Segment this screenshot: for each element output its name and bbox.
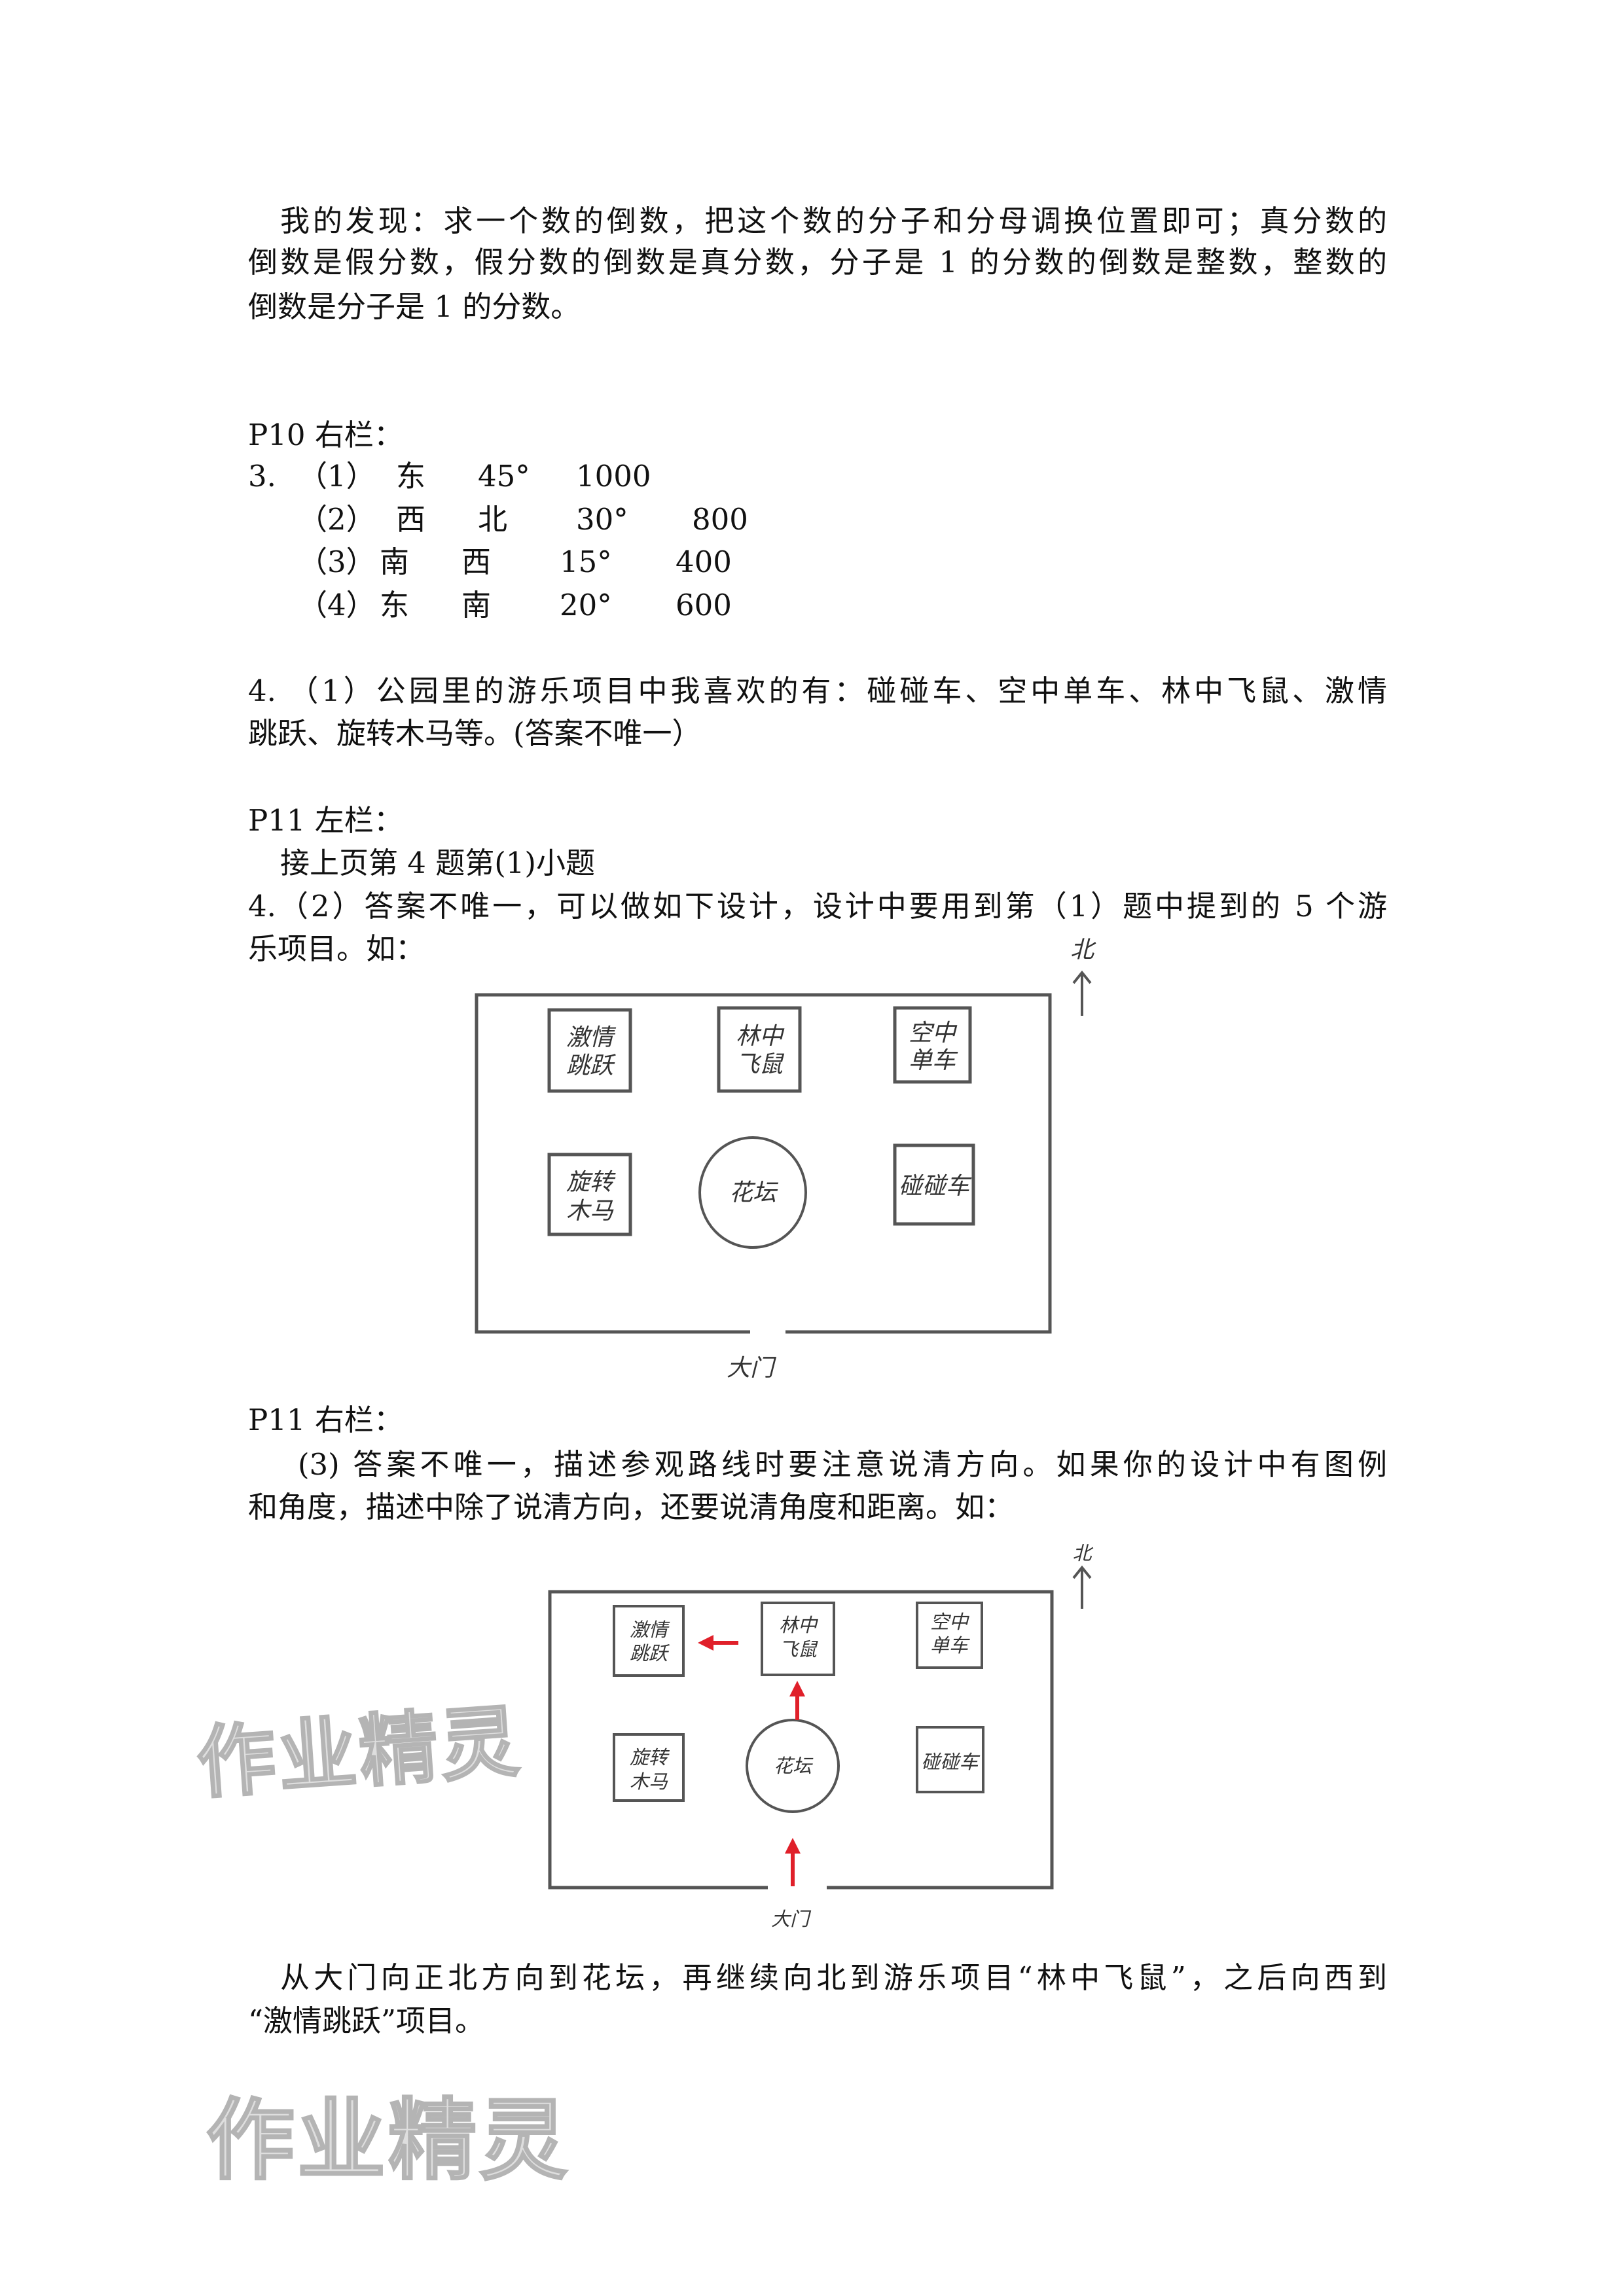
q3-index: （2）	[298, 502, 376, 537]
q3-direction: 东	[380, 588, 410, 622]
label-jump-1: 激情	[630, 1619, 670, 1641]
q3-direction-2: 南	[461, 588, 492, 622]
q3-distance: 800	[692, 502, 748, 537]
discovery-line-1: 我的发现：求一个数的倒数，把这个数的分子和分母调换位置即可；真分数的	[280, 204, 1387, 238]
flower-bed-circle	[746, 1719, 840, 1813]
park-map-2	[548, 1565, 1092, 1890]
label-flower-bed: 花坛	[774, 1755, 814, 1777]
label-jump-1: 激情	[566, 1024, 617, 1051]
gate-label: 大门	[727, 1355, 777, 1382]
label-jump-2: 跳跃	[566, 1052, 616, 1079]
p10-heading: P10 右栏：	[248, 418, 403, 452]
q4-2-line-2: 乐项目。如：	[248, 931, 425, 966]
north-label: 北	[1070, 937, 1096, 963]
park-boundary	[548, 1590, 1054, 1890]
q3-distance: 1000	[576, 459, 651, 493]
q4-2-line-1: 4.（2）答案不唯一，可以做如下设计，设计中要用到第（1）题中提到的 5 个游	[248, 889, 1387, 924]
box-jump	[613, 1605, 685, 1677]
label-bumper-cars: 碰碰车	[899, 1173, 972, 1200]
box-bumper-cars	[916, 1726, 984, 1793]
box-jump	[547, 1008, 632, 1093]
q3-angle: 20°	[560, 588, 612, 622]
label-sky-bike-1: 空中	[909, 1020, 958, 1047]
p11-left-heading: P11 左栏：	[248, 803, 403, 838]
q3-index: （1）	[298, 459, 376, 493]
box-sky-bike	[893, 1006, 972, 1084]
box-sky-bike	[916, 1602, 983, 1669]
label-carousel-1: 旋转	[630, 1746, 670, 1768]
label-squirrel-1: 林中	[779, 1614, 818, 1636]
q4-line-2: 跳跃、旋转木马等。(答案不唯一）	[248, 716, 702, 751]
q3-angle: 30°	[576, 502, 628, 537]
q3-angle: 45°	[478, 459, 530, 493]
route-line-2: “激情跳跃”项目。	[248, 2003, 485, 2038]
q3-direction: 东	[396, 459, 426, 493]
q3-distance: 400	[676, 545, 732, 579]
q4-line-1: 4. （1）公园里的游乐项目中我喜欢的有：碰碰车、空中单车、林中飞鼠、激情	[248, 673, 1387, 708]
box-carousel	[613, 1733, 685, 1802]
label-carousel-2: 木马	[630, 1770, 668, 1793]
route-arrows	[698, 1635, 805, 1886]
label-squirrel-2: 飞鼠	[779, 1638, 818, 1660]
park-boundary	[475, 993, 1052, 1334]
q3-direction: 西	[396, 502, 426, 537]
label-jump-2: 跳跃	[630, 1642, 670, 1664]
label-squirrel-2: 飞鼠	[736, 1051, 785, 1078]
label-carousel-1: 旋转	[566, 1169, 616, 1196]
q3-angle: 15°	[560, 545, 612, 579]
q3-direction: 南	[380, 545, 410, 579]
label-bumper-cars: 碰碰车	[921, 1751, 980, 1773]
box-flying-squirrel	[761, 1602, 835, 1676]
flower-bed-circle	[698, 1136, 807, 1249]
label-sky-bike-2: 单车	[930, 1634, 970, 1657]
watermark-logo: 作业精灵	[193, 1695, 525, 1810]
label-sky-bike-1: 空中	[930, 1611, 969, 1633]
label-carousel-2: 木马	[566, 1198, 614, 1225]
box-flying-squirrel	[717, 1006, 802, 1093]
q3-answer-line-2: 和角度，描述中除了说清方向，还要说清角度和距离。如：	[248, 1490, 1015, 1524]
box-bumper-cars	[893, 1143, 975, 1226]
label-flower-bed: 花坛	[729, 1179, 779, 1206]
discovery-line-3: 倒数是分子是 1 的分数。	[248, 289, 581, 324]
label-squirrel-1: 林中	[736, 1023, 785, 1050]
p11-right-heading: P11 右栏：	[248, 1403, 403, 1437]
north-label: 北	[1072, 1542, 1093, 1564]
gate-label: 大门	[771, 1908, 812, 1930]
q3-number: 3.	[248, 459, 276, 493]
park-map-1	[475, 970, 1092, 1334]
q3-index: （3）	[298, 545, 376, 579]
q3-direction-2: 西	[461, 545, 492, 579]
q3-index: （4）	[298, 588, 376, 622]
q3-direction-2: 北	[478, 502, 508, 537]
q3-distance: 600	[676, 588, 732, 622]
discovery-line-2: 倒数是假分数，假分数的倒数是真分数，分子是 1 的分数的倒数是整数，整数的	[248, 245, 1387, 279]
route-line-1: 从大门向正北方向到花坛，再继续向北到游乐项目“林中飞鼠”，之后向西到	[280, 1960, 1387, 1995]
label-sky-bike-2: 单车	[909, 1047, 958, 1074]
watermark-logo: 作业精灵	[206, 2089, 570, 2193]
continue-note: 接上页第 4 题第(1)小题	[280, 846, 595, 880]
box-carousel	[547, 1153, 632, 1236]
q3-answer-line-1: (3) 答案不唯一，描述参观路线时要注意说清方向。如果你的设计中有图例	[298, 1447, 1387, 1482]
